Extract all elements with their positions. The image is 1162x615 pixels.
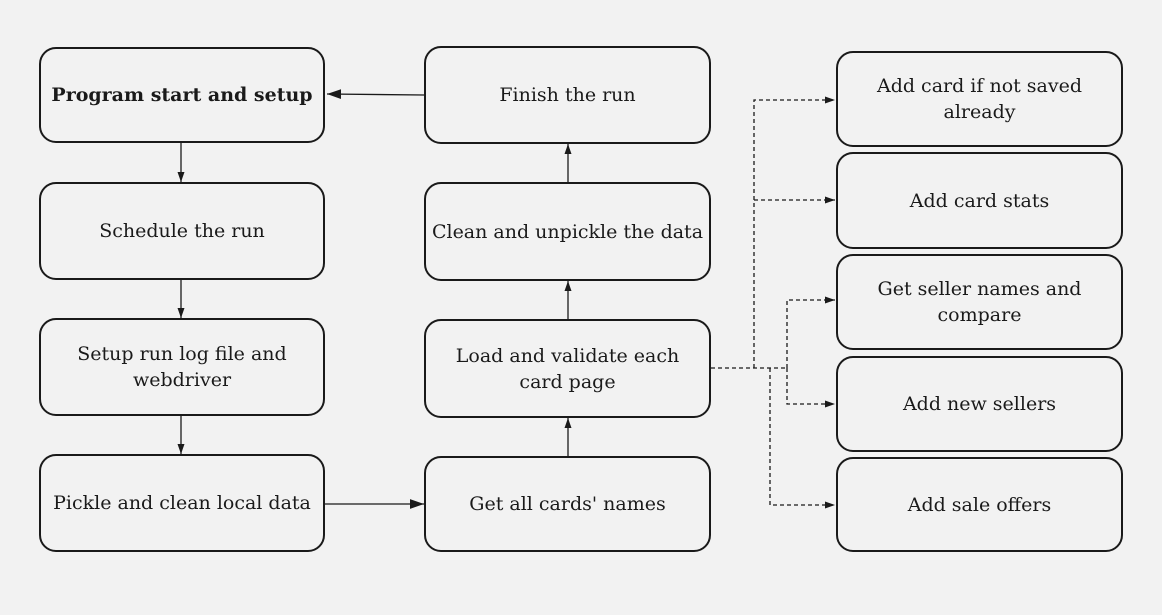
node-label: Add new sellers: [902, 393, 1057, 415]
node-label: Clean and unpickle the data: [431, 220, 704, 243]
node-label: Get all cards' names: [469, 493, 666, 515]
node-label: Setup run log file and webdriver: [77, 343, 287, 391]
node-finish-run: Finish the run: [424, 46, 711, 144]
node-program-start: Program start and setup: [39, 47, 325, 143]
node-sale-offers: Add sale offers: [836, 457, 1123, 552]
dashed-arrow-to-add-card: [753, 96, 835, 368]
node-label: Program start and setup: [51, 84, 313, 106]
node-schedule-run: Schedule the run: [39, 182, 325, 280]
node-seller-names: Get seller names and compare: [836, 254, 1123, 350]
node-label: Add sale offers: [907, 493, 1052, 516]
dashed-arrow-to-sale-offers: [769, 368, 835, 509]
node-add-stats: Add card stats: [836, 152, 1123, 249]
node-pickle-clean: Pickle and clean local data: [39, 454, 325, 552]
node-label: Schedule the run: [99, 220, 265, 242]
node-add-card: Add card if not saved already: [836, 51, 1123, 147]
node-load-validate: Load and validate each card page: [424, 319, 711, 418]
node-label: Pickle and clean local data: [53, 492, 311, 514]
node-setup-log: Setup run log file and webdriver: [39, 318, 325, 416]
node-clean-unpickle: Clean and unpickle the data: [424, 182, 711, 281]
node-label: Load and validate each card page: [455, 344, 680, 393]
node-get-names: Get all cards' names: [424, 456, 711, 552]
dashed-connectors: [711, 96, 835, 509]
dashed-arrow-to-seller-names: [786, 296, 835, 368]
node-label: Get seller names and compare: [877, 278, 1082, 326]
node-label: Add card if not saved already: [876, 75, 1083, 123]
node-label: Finish the run: [499, 84, 636, 106]
dashed-arrow-to-new-sellers: [786, 368, 835, 408]
node-label: Add card stats: [909, 189, 1050, 212]
arrow-finish-to-start: [326, 89, 425, 100]
node-new-sellers: Add new sellers: [836, 356, 1123, 452]
